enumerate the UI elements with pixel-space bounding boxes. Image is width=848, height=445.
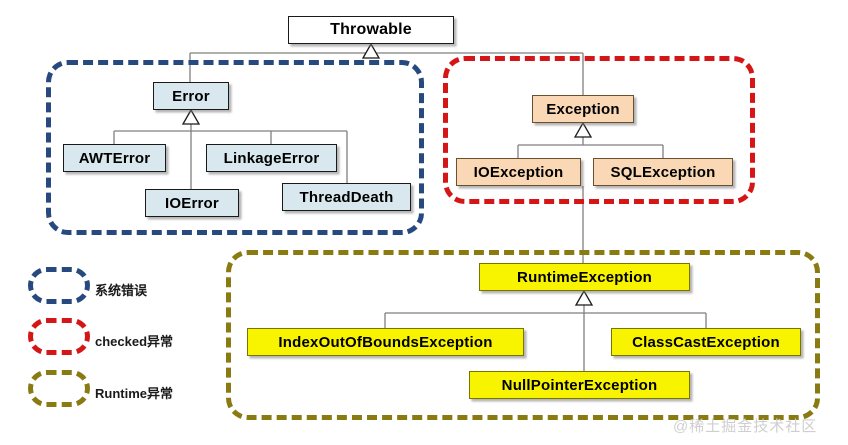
class-box-nullpointerexception[interactable]: NullPointerException <box>469 371 690 399</box>
class-box-throwable[interactable]: Throwable <box>288 16 454 44</box>
class-box-error[interactable]: Error <box>153 82 229 110</box>
class-box-exception[interactable]: Exception <box>532 95 634 123</box>
class-box-indexoutofboundsexception[interactable]: IndexOutOfBoundsException <box>247 328 524 356</box>
watermark: @稀土掘金技术社区 <box>673 418 818 435</box>
class-box-sqlexception[interactable]: SQLException <box>593 158 733 186</box>
class-box-ioexception[interactable]: IOException <box>456 158 581 186</box>
legend-swatch-system-error <box>28 267 90 304</box>
legend-label-system-error: 系统错误 <box>95 283 148 298</box>
legend-label-checked: checked异常 <box>95 334 174 349</box>
group-frame-runtime <box>226 250 820 420</box>
group-frame-system-error <box>46 60 424 235</box>
legend-swatch-checked <box>28 318 90 355</box>
legend-swatch-runtime <box>28 370 90 407</box>
class-box-runtimeexception[interactable]: RuntimeException <box>479 263 690 291</box>
class-box-classcastexception[interactable]: ClassCastException <box>611 328 801 356</box>
group-frame-checked <box>443 56 755 204</box>
class-box-linkageerror[interactable]: LinkageError <box>206 144 337 172</box>
class-box-ioerror[interactable]: IOError <box>145 189 239 217</box>
class-box-awterror[interactable]: AWTError <box>63 144 166 172</box>
class-box-threaddeath[interactable]: ThreadDeath <box>282 183 411 211</box>
legend-label-runtime: Runtime异常 <box>95 386 174 401</box>
